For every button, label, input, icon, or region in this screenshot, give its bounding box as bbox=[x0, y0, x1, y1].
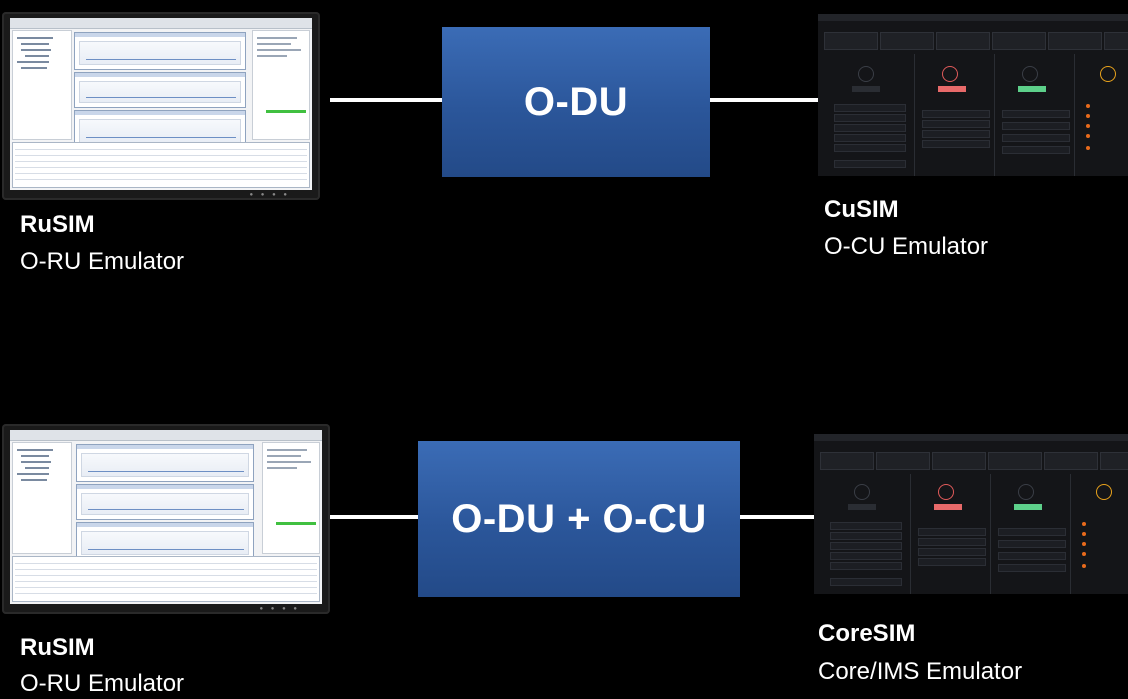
rusim-screen bbox=[10, 430, 322, 604]
rusim-screen bbox=[10, 18, 312, 190]
left-title-2: RuSIM bbox=[20, 634, 95, 661]
middle-box-1: O-DU bbox=[442, 27, 710, 177]
plot-panel bbox=[76, 484, 254, 520]
rusim-screenshot-2: ● ● ● ● bbox=[2, 424, 330, 614]
plot-panel bbox=[74, 32, 246, 70]
plot-panel bbox=[74, 72, 246, 108]
left-subtitle-2: O-RU Emulator bbox=[20, 670, 185, 697]
plot-panel bbox=[76, 522, 254, 560]
connector-line-left bbox=[330, 98, 442, 102]
monitor-buttons: ● ● ● ● bbox=[249, 192, 290, 198]
right-title-2: CoreSIM bbox=[818, 620, 916, 647]
right-title-1: CuSIM bbox=[824, 196, 899, 223]
plot-panel bbox=[76, 444, 254, 482]
connector-line-right bbox=[710, 98, 818, 102]
coresim-screenshot bbox=[814, 434, 1128, 594]
toolbar bbox=[10, 18, 312, 29]
left-title-1: RuSIM bbox=[20, 211, 95, 238]
connector-line-right bbox=[740, 515, 814, 519]
middle-box-label: O-DU bbox=[523, 79, 629, 124]
data-table bbox=[12, 142, 310, 188]
properties-panel bbox=[252, 30, 310, 140]
tree-panel bbox=[12, 442, 72, 554]
right-subtitle-2: Core/IMS Emulator bbox=[818, 658, 1023, 685]
properties-panel bbox=[262, 442, 320, 554]
monitor-buttons: ● ● ● ● bbox=[259, 606, 300, 612]
plot-panel bbox=[74, 110, 246, 148]
status-bar bbox=[276, 522, 316, 525]
tree-panel bbox=[12, 30, 72, 140]
toolbar bbox=[10, 430, 322, 441]
data-table bbox=[12, 556, 320, 602]
right-subtitle-1: O-CU Emulator bbox=[824, 233, 989, 260]
connector-line-left bbox=[330, 515, 418, 519]
rusim-screenshot-1: ● ● ● ● bbox=[2, 12, 320, 200]
middle-box-2: O-DU + O-CU bbox=[418, 441, 740, 597]
cusim-screenshot bbox=[818, 14, 1128, 176]
middle-box-label: O-DU + O-CU bbox=[451, 496, 707, 541]
status-bar bbox=[266, 110, 306, 113]
left-subtitle-1: O-RU Emulator bbox=[20, 248, 185, 275]
